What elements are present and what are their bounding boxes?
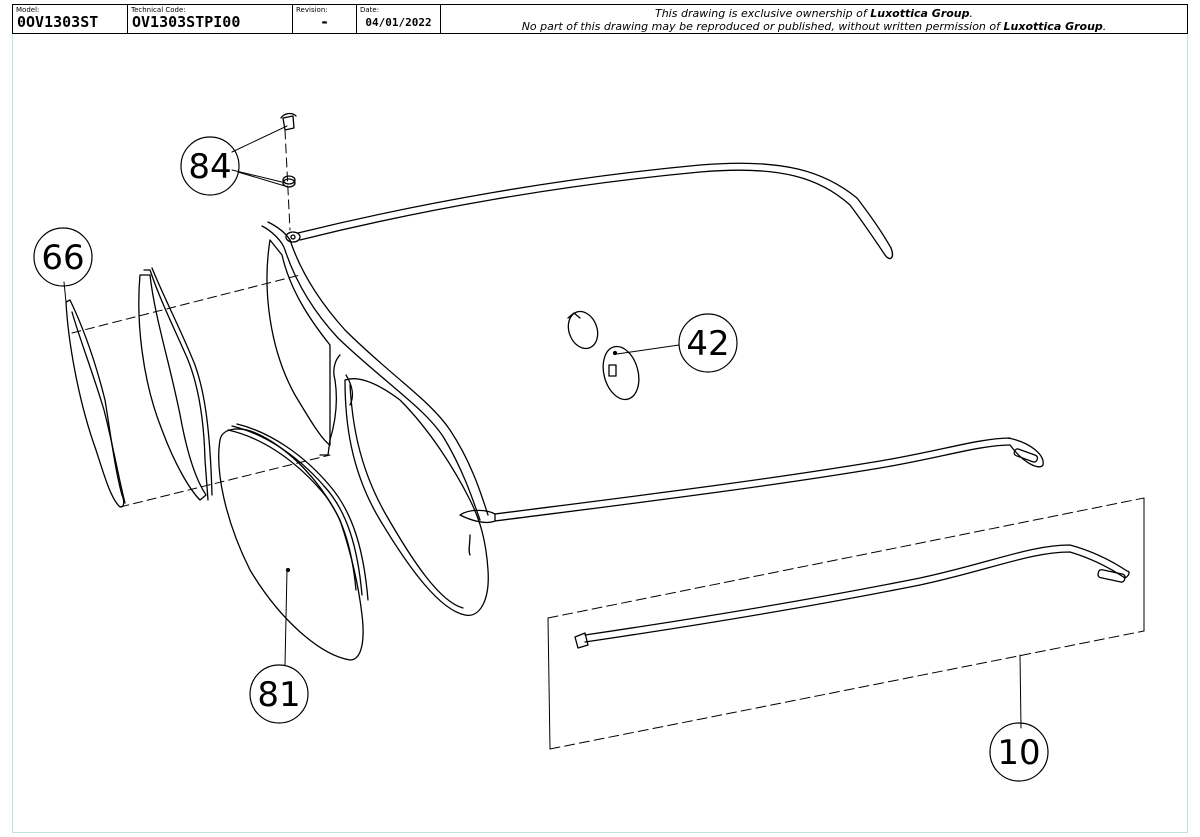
part-10-box <box>547 497 1145 750</box>
callout-81-text: 81 <box>257 675 300 715</box>
lens-part-66 <box>65 299 126 508</box>
screw-parts-84 <box>280 112 301 243</box>
leader-lines <box>63 125 1022 729</box>
notice-line-1: This drawing is exclusive ownership of L… <box>654 7 974 20</box>
callout-84: 84 <box>180 136 240 196</box>
callout-10: 10 <box>989 722 1049 782</box>
technical-code-cell: Technical Code: OV1303STPI00 <box>128 5 293 33</box>
lens-part-81 <box>218 423 369 661</box>
model-label: Model: <box>16 6 40 14</box>
date-cell: Date: 04/01/2022 <box>357 5 441 33</box>
callout-42: 42 <box>678 313 738 373</box>
callout-84-text: 84 <box>188 147 231 187</box>
temple-part-10 <box>574 544 1130 649</box>
upper-temple <box>297 162 894 260</box>
nose-pads-42 <box>567 310 640 401</box>
technical-code-label: Technical Code: <box>131 6 186 14</box>
callout-66: 66 <box>33 227 93 287</box>
revision-cell: Revision: - <box>293 5 357 33</box>
title-block: Model: 0OV1303ST Technical Code: OV1303S… <box>12 4 1188 34</box>
callout-81: 81 <box>249 664 309 724</box>
lens-stack-middle <box>138 267 213 501</box>
callout-42-text: 42 <box>686 324 729 364</box>
technical-code-value: OV1303STPI00 <box>132 13 241 31</box>
lens-rear <box>266 239 331 446</box>
callout-10-text: 10 <box>997 733 1040 773</box>
date-label: Date: <box>360 6 380 14</box>
date-value: 04/01/2022 <box>365 16 432 29</box>
dashed-guide-lines <box>71 129 331 508</box>
revision-label: Revision: <box>296 6 328 14</box>
revision-value: - <box>319 13 330 31</box>
frame-front <box>261 221 496 556</box>
ownership-notice: This drawing is exclusive ownership of L… <box>441 5 1187 33</box>
lens-mounted <box>344 378 489 616</box>
model-cell: Model: 0OV1303ST <box>13 5 128 33</box>
model-value: 0OV1303ST <box>17 13 99 31</box>
callout-66-text: 66 <box>41 238 84 278</box>
lower-temple <box>494 437 1044 522</box>
notice-line-2: No part of this drawing may be reproduce… <box>521 20 1107 33</box>
